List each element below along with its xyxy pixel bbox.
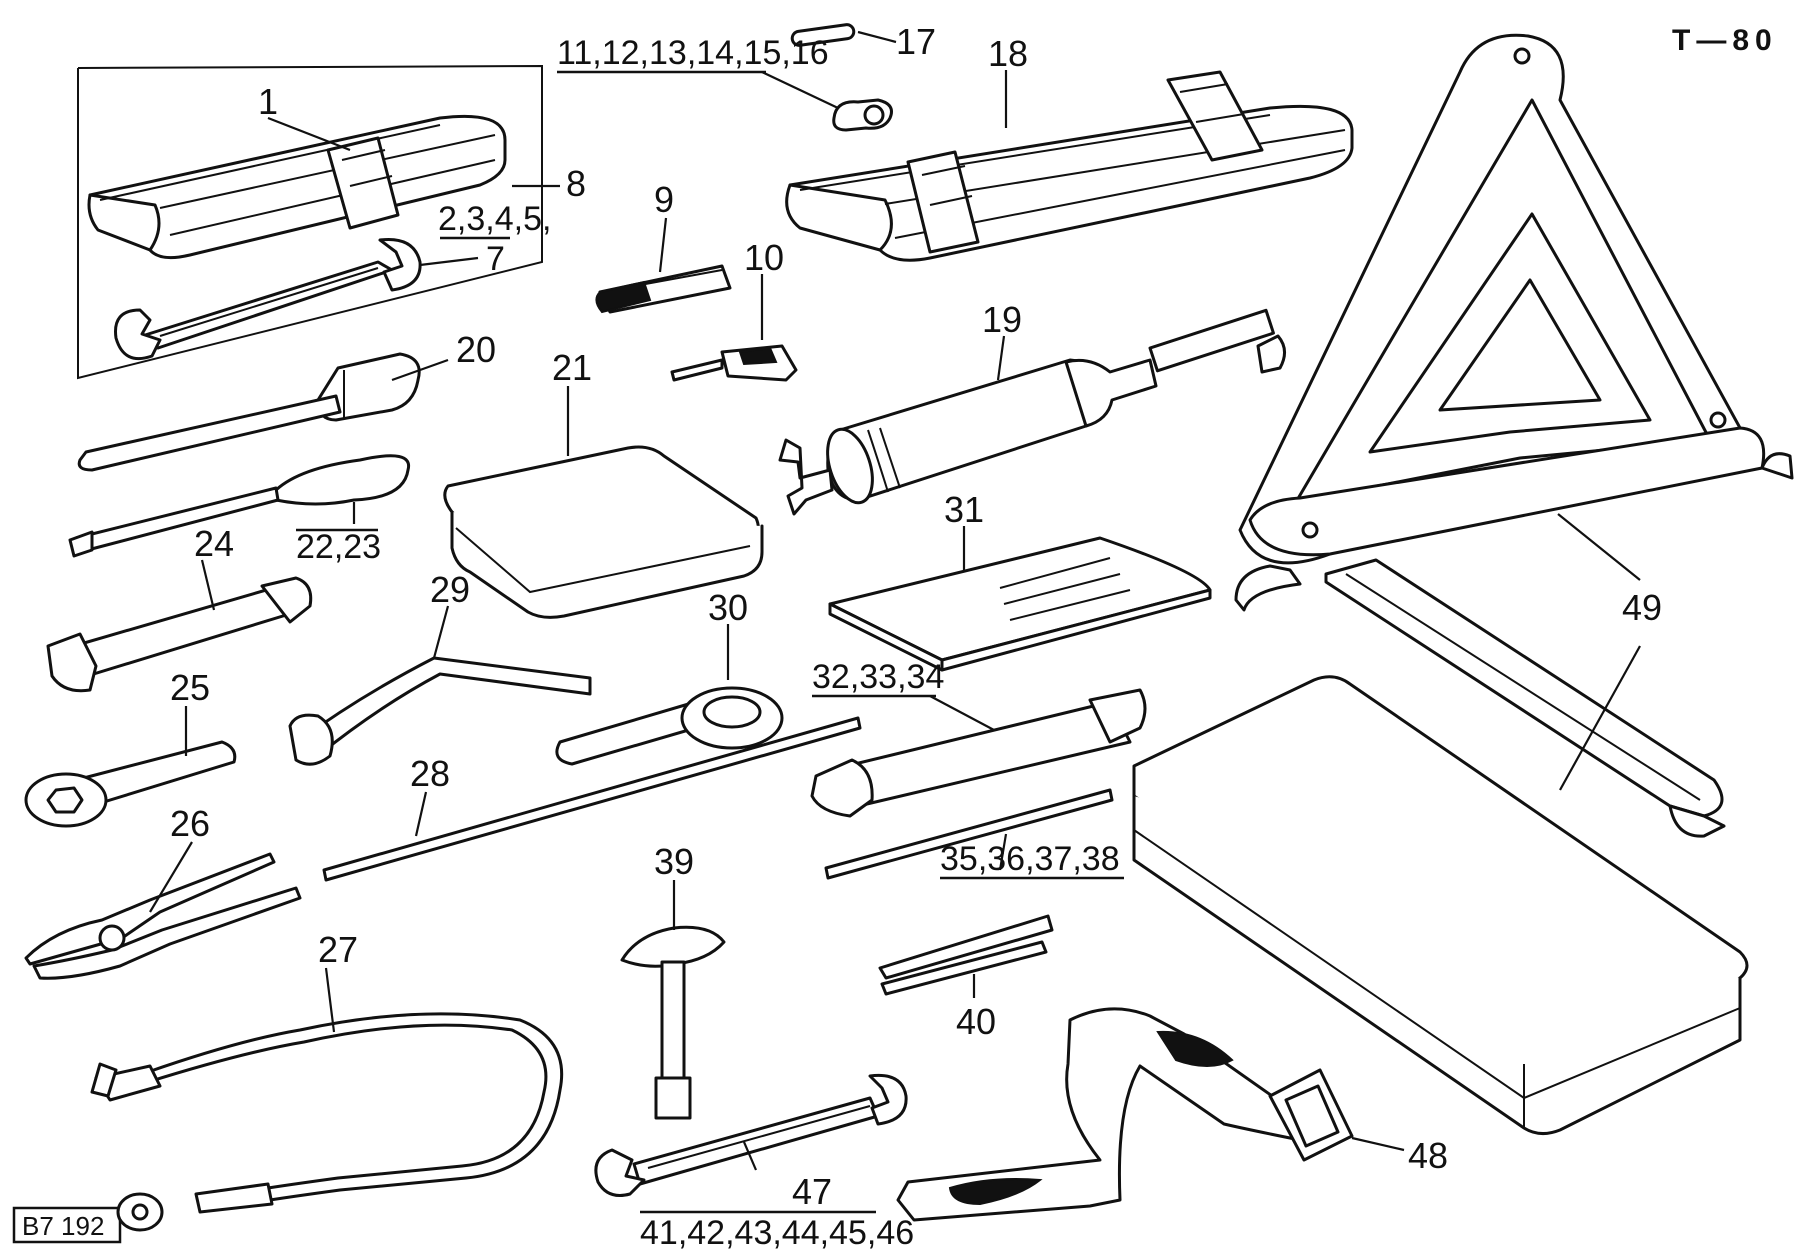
part-32-34-tube-spanner bbox=[810, 688, 1147, 818]
callout-41-46: 41,42,43,44,45,46 bbox=[640, 1214, 914, 1252]
callout-27: 27 bbox=[318, 929, 358, 970]
leader-11-16 bbox=[761, 71, 839, 109]
leader-26 bbox=[149, 841, 193, 913]
callout-17: 17 bbox=[896, 21, 936, 62]
callout-2345: 2,3,4,5, bbox=[438, 200, 551, 238]
page-code: T—80 bbox=[1672, 24, 1778, 57]
part-22-23-screwdriver bbox=[68, 454, 411, 558]
leader-49b bbox=[1559, 645, 1641, 791]
leader-1 bbox=[267, 116, 351, 152]
leader-27 bbox=[324, 967, 336, 1033]
callout-40: 40 bbox=[956, 1001, 996, 1042]
callout-22-23: 22,23 bbox=[296, 528, 381, 566]
part-35-38-rod bbox=[824, 788, 1114, 880]
callout-11-16: 11,12,13,14,15,16 bbox=[557, 34, 829, 72]
part-41-47-double-spanner bbox=[594, 1073, 908, 1197]
callout-32-34: 32,33,34 bbox=[812, 658, 944, 696]
part-28-rod bbox=[322, 716, 862, 882]
leader-48 bbox=[1351, 1136, 1405, 1152]
part-27-tyre-hose bbox=[90, 1012, 564, 1232]
callout-48: 48 bbox=[1408, 1135, 1448, 1176]
callout-25: 25 bbox=[170, 667, 210, 708]
leader-32-34 bbox=[929, 695, 995, 731]
part-19-grease-gun bbox=[778, 308, 1286, 516]
part-24-box-spanner bbox=[46, 576, 313, 693]
callout-26: 26 bbox=[170, 803, 210, 844]
callout-10: 10 bbox=[744, 237, 784, 278]
part-26-pliers bbox=[24, 852, 302, 980]
part-29-bent-socket-wrench bbox=[288, 656, 592, 766]
callout-49: 49 bbox=[1622, 587, 1662, 628]
callout-18: 18 bbox=[988, 33, 1028, 74]
callout-21: 21 bbox=[552, 347, 592, 388]
part-25-hex-wrench bbox=[24, 740, 237, 828]
callout-labels: 1 8 2,3,4,5, 7 11,12,13,14,15,16 17 18 9… bbox=[170, 21, 1662, 1252]
leader-47 bbox=[742, 1141, 758, 1171]
part-39-t-handle-key bbox=[620, 925, 726, 1120]
callout-20: 20 bbox=[456, 329, 496, 370]
part-49-triangle-stand bbox=[1324, 558, 1726, 838]
callout-7: 7 bbox=[486, 240, 505, 278]
part-49-warning-triangle bbox=[1234, 33, 1794, 612]
leader-29 bbox=[432, 605, 450, 659]
leader-20 bbox=[391, 358, 449, 382]
callout-24: 24 bbox=[194, 523, 234, 564]
part-1-small-tool-roll bbox=[87, 114, 507, 260]
figure-ref: B7 192 bbox=[22, 1211, 104, 1241]
part-48-storage-box bbox=[1132, 675, 1749, 1135]
callout-35-38: 35,36,37,38 bbox=[940, 840, 1120, 878]
leader-17 bbox=[857, 30, 897, 44]
leader-19 bbox=[996, 335, 1006, 381]
callout-39: 39 bbox=[654, 841, 694, 882]
callout-19: 19 bbox=[982, 299, 1022, 340]
leader-9 bbox=[658, 217, 668, 273]
part-21-first-aid-box bbox=[443, 445, 764, 619]
leader-35-38 bbox=[998, 833, 1008, 871]
part-31-owners-manual bbox=[828, 536, 1212, 672]
group-8-frame bbox=[77, 64, 543, 380]
part-7-open-end-spanner bbox=[114, 237, 422, 361]
figure-ref-box bbox=[12, 1206, 122, 1244]
leader-28 bbox=[414, 791, 428, 837]
part-10-small-screwdriver bbox=[670, 344, 798, 382]
callout-9: 9 bbox=[654, 179, 674, 220]
leader-24 bbox=[200, 559, 216, 611]
part-17-pin bbox=[790, 23, 856, 47]
part-18-large-tool-roll bbox=[785, 70, 1354, 262]
leader-7 bbox=[419, 256, 479, 267]
part-9-feeler-tool bbox=[595, 264, 732, 314]
leader-49a bbox=[1557, 513, 1641, 581]
part-20-hammer bbox=[77, 352, 421, 472]
part-11-16-bulb bbox=[832, 98, 893, 132]
callout-30: 30 bbox=[708, 587, 748, 628]
part-40-tweezers bbox=[878, 914, 1054, 996]
callout-8: 8 bbox=[566, 163, 586, 204]
callout-47: 47 bbox=[792, 1171, 832, 1212]
part-48-strap bbox=[896, 1007, 1354, 1222]
callout-31: 31 bbox=[944, 489, 984, 530]
callout-28: 28 bbox=[410, 753, 450, 794]
part-30-ring-spanner bbox=[555, 686, 784, 766]
callout-29: 29 bbox=[430, 569, 470, 610]
callout-1: 1 bbox=[258, 81, 278, 122]
